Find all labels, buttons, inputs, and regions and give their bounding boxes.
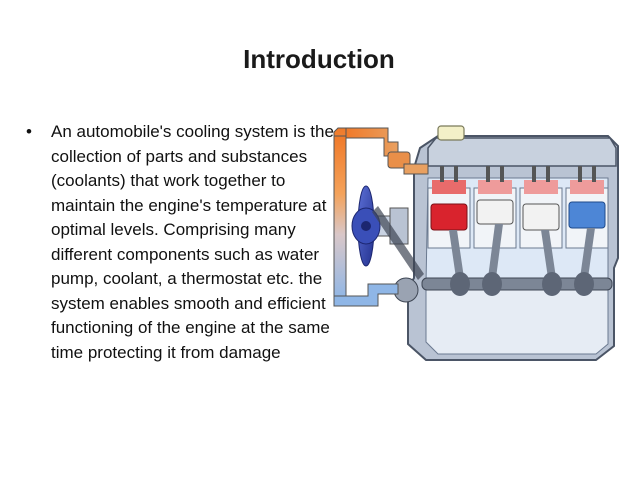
bullet-list: • An automobile's cooling system is the … (26, 120, 344, 365)
list-item: • An automobile's cooling system is the … (26, 120, 344, 365)
bullet-text: An automobile's cooling system is the co… (51, 122, 334, 362)
fan-icon (351, 185, 424, 280)
bullet-icon: • (26, 122, 32, 141)
crankshaft (393, 272, 613, 303)
engine-cooling-system-icon (333, 125, 619, 361)
slide-title: Introduction (243, 44, 395, 74)
cylinders (427, 166, 609, 278)
